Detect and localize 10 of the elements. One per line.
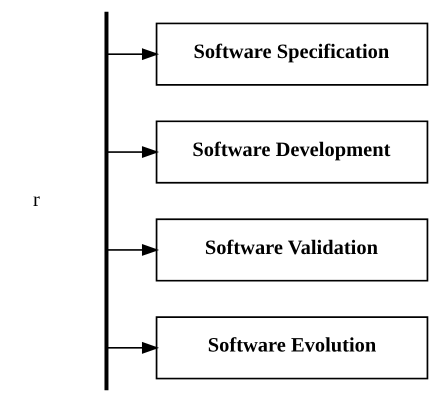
node-box: Software Development <box>155 120 428 184</box>
arrow <box>107 342 159 354</box>
node-bar <box>104 12 108 390</box>
label: r <box>32 189 40 212</box>
node-box: Software Specification <box>155 22 428 86</box>
arrow <box>107 244 159 256</box>
arrow <box>107 146 159 158</box>
node-box: Software Evolution <box>155 316 428 380</box>
arrow <box>107 48 159 60</box>
node-box: Software Validation <box>155 218 428 282</box>
